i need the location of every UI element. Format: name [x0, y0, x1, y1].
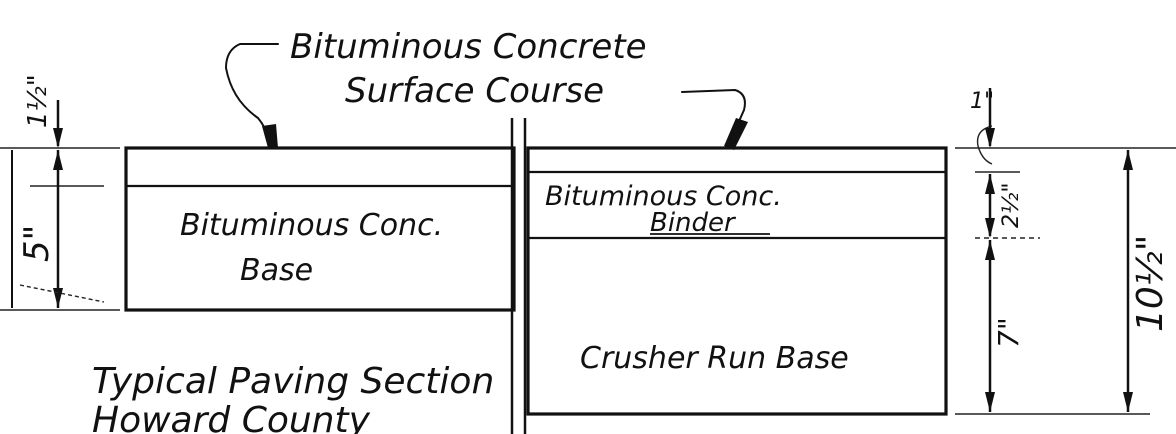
right-dim-total-label: 10½"	[1130, 235, 1171, 332]
right-dim-binder-arrow-top	[985, 174, 995, 194]
right-dimensions: 1" 2½" 7" 10½"	[955, 88, 1176, 415]
right-binder-label-2: Binder	[650, 208, 737, 238]
left-dim-total-arrow-top	[53, 150, 63, 170]
right-dim-base-arrow-bottom	[985, 392, 995, 412]
right-section-outline	[526, 146, 948, 416]
right-dim-binder-label: 2½"	[999, 183, 1024, 228]
right-section: Bituminous Conc. Binder Crusher Run Base	[526, 146, 948, 416]
section-divider	[510, 118, 527, 434]
left-dim-top-arrow	[53, 128, 63, 148]
left-section-outline	[124, 146, 516, 312]
callout-arrow-right	[724, 118, 748, 150]
left-dim-top-label: 1½"	[23, 74, 53, 128]
caption-line-2: Howard County	[92, 400, 371, 434]
callout-line-1: Bituminous Concrete	[290, 27, 647, 67]
right-binder-label-1: Bituminous Conc.	[545, 181, 782, 212]
callout: Bituminous Concrete Surface Course	[225, 27, 748, 150]
left-dashed-leader	[19, 284, 105, 303]
caption: Typical Paving Section Howard County	[92, 361, 494, 434]
right-dim-top-arrow	[985, 128, 995, 148]
right-dim-binder-arrow-bottom	[985, 218, 995, 238]
right-small-bracket	[976, 125, 993, 165]
callout-line-2: Surface Course	[345, 71, 604, 111]
left-dim-total-arrow-bottom	[53, 288, 63, 308]
left-section: Bituminous Conc. Base	[124, 146, 516, 312]
right-dim-total-arrow-top	[1123, 150, 1133, 170]
right-dim-total-arrow-bottom	[1123, 392, 1133, 412]
caption-line-1: Typical Paving Section	[92, 361, 494, 402]
right-base-label: Crusher Run Base	[580, 341, 849, 376]
left-dimensions: 1½" 5"	[0, 74, 120, 311]
left-dim-total-label: 5"	[17, 225, 57, 262]
right-dim-base-arrow-top	[985, 240, 995, 260]
right-dim-top-label: 1"	[970, 89, 994, 114]
left-base-label-1: Bituminous Conc.	[180, 208, 443, 243]
left-base-label-2: Base	[240, 253, 313, 288]
right-dim-base-label: 7"	[992, 317, 1025, 348]
callout-arrow-left	[262, 124, 278, 148]
